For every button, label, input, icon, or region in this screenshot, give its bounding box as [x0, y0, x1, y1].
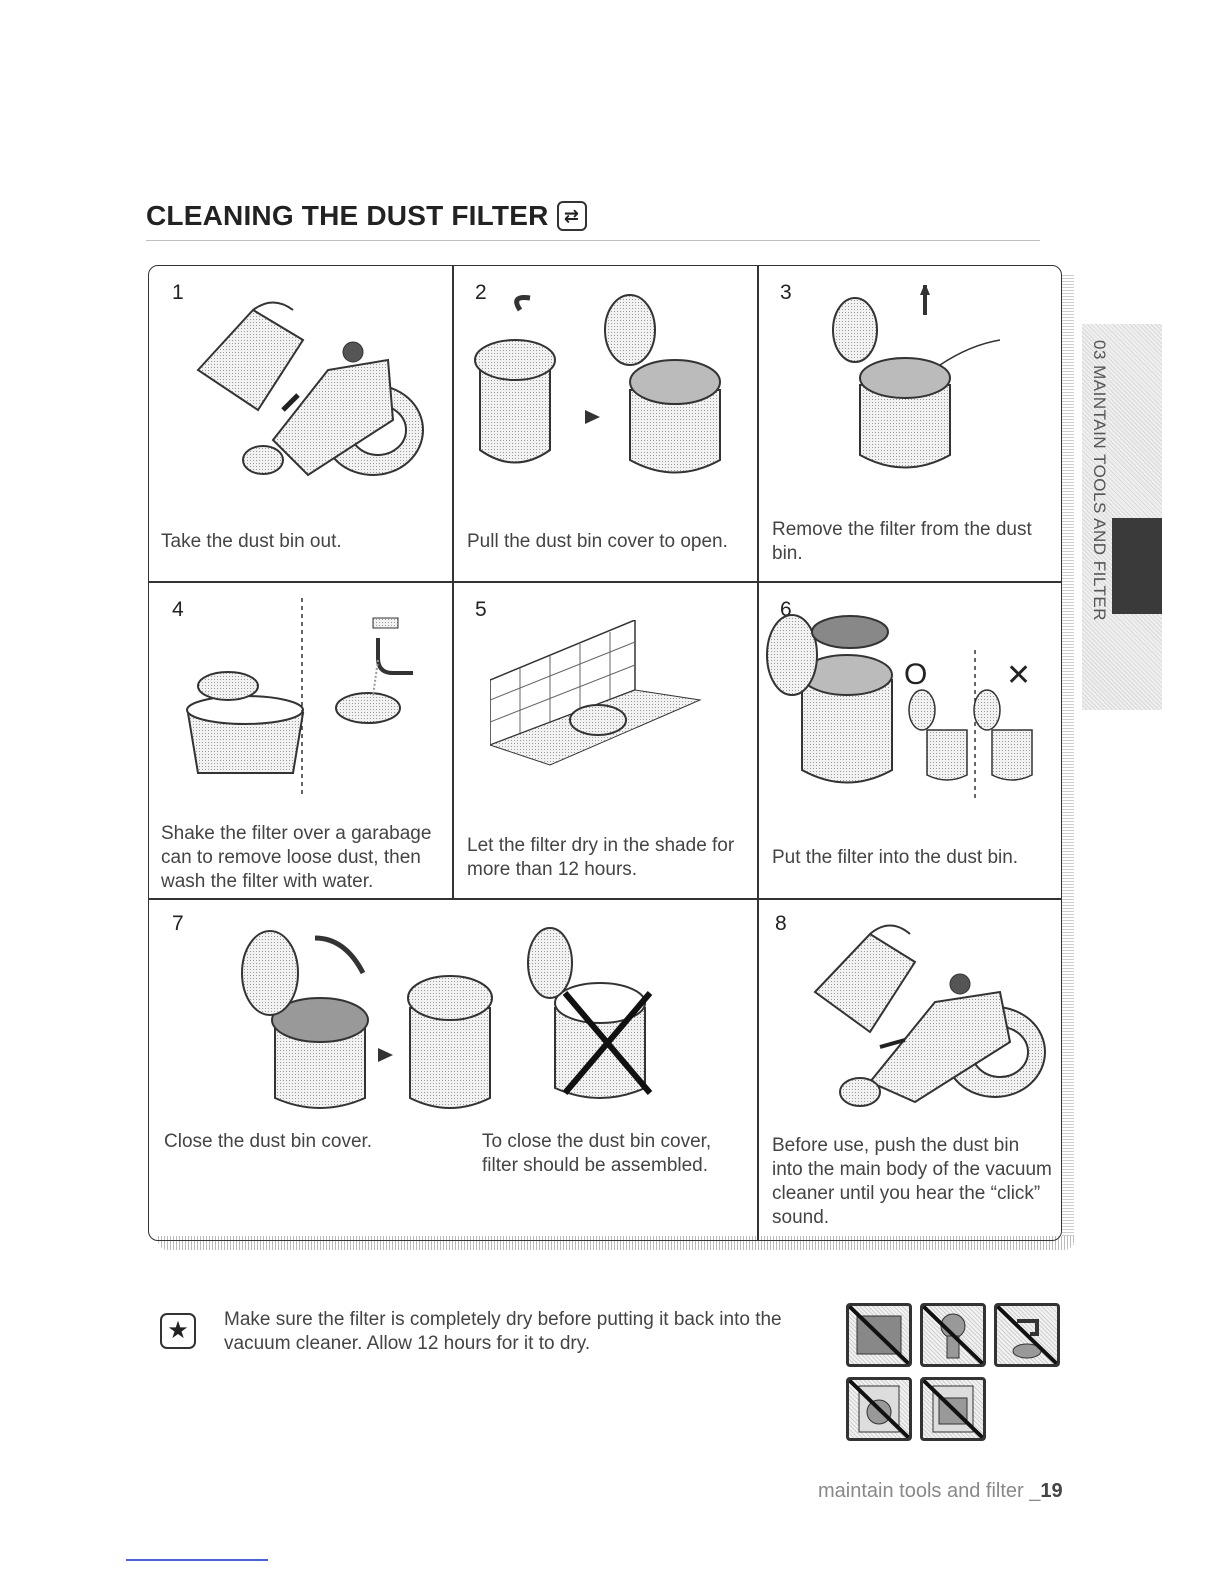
- step-number: 8: [775, 912, 787, 935]
- page-title: CLEANING THE DUST FILTER ⇄: [146, 200, 587, 232]
- grid-divider: [149, 581, 1061, 583]
- chapter-tab-label: 03 MAINTAIN TOOLS AND FILTER: [1090, 340, 1109, 622]
- reinsert-bin-illustration: [795, 912, 1055, 1112]
- no-faucet-icon: [994, 1303, 1060, 1367]
- step-number: 3: [780, 281, 792, 304]
- open-bin-cover-illustration: [470, 290, 740, 480]
- vacuum-remove-bin-illustration: [178, 280, 438, 490]
- bottom-rule: [126, 1559, 268, 1561]
- step-caption: Put the filter into the dust bin.: [772, 847, 1019, 868]
- step-caption: Before use, push the dust bin into the m…: [772, 1135, 1052, 1228]
- grid-divider: [757, 266, 759, 1240]
- steps-frame: [148, 265, 1062, 1241]
- no-dishwasher-icon: [920, 1377, 986, 1441]
- wash-filter-illustration: [178, 598, 428, 798]
- page-number: 19: [1040, 1480, 1063, 1502]
- frame-shadow-bottom: [158, 1236, 1074, 1250]
- step-caption: Pull the dust bin cover to open.: [467, 531, 728, 552]
- title-text: CLEANING THE DUST FILTER: [146, 200, 549, 231]
- footer-text: maintain tools and filter _: [818, 1480, 1041, 1502]
- step-number: 4: [172, 598, 184, 621]
- step-number: 7: [172, 912, 184, 935]
- step-caption: Take the dust bin out.: [161, 531, 342, 552]
- no-washing-machine-icon: [846, 1377, 912, 1441]
- insert-filter-illustration: [762, 600, 1052, 800]
- step-number: 2: [475, 281, 487, 304]
- step-caption-note: To close the dust bin cover, filter shou…: [482, 1131, 712, 1176]
- close-bin-cover-illustration: [235, 918, 675, 1113]
- grid-divider: [149, 898, 1061, 900]
- chapter-tab: [1082, 324, 1162, 710]
- step-number: 1: [172, 281, 184, 304]
- frame-shadow-right: [1062, 275, 1074, 1245]
- no-hairdryer-icon: [920, 1303, 986, 1367]
- step-number: 6: [780, 598, 792, 621]
- correct-mark: O: [904, 658, 928, 691]
- filter-icon: ⇄: [556, 201, 587, 231]
- wrong-mark: ✕: [1006, 659, 1032, 692]
- dry-filter-illustration: [490, 620, 710, 770]
- step-number: 5: [475, 598, 487, 621]
- note-text: Make sure the filter is completely dry b…: [224, 1309, 782, 1354]
- step-caption: Let the filter dry in the shade for more…: [467, 835, 735, 880]
- step-caption: Remove the filter from the dust bin.: [772, 519, 1032, 564]
- step-caption: Shake the filter over a garabage can to …: [161, 823, 432, 892]
- remove-filter-illustration: [830, 285, 1010, 480]
- no-sun-icon: [846, 1303, 912, 1367]
- note-star-icon: ★: [160, 1313, 196, 1349]
- page-footer: maintain tools and filter _19: [818, 1480, 1063, 1503]
- title-divider: [146, 240, 1040, 241]
- chapter-tab-marker: [1112, 518, 1162, 614]
- step-caption: Close the dust bin cover.: [164, 1131, 373, 1152]
